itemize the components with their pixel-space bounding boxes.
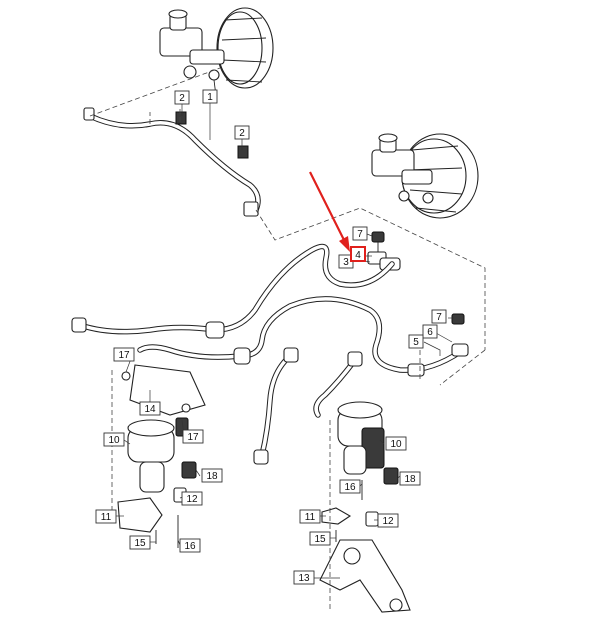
vacuum-hose-upper-left bbox=[83, 107, 261, 217]
callout-6-label: 6 bbox=[427, 327, 433, 338]
brake-booster-lower bbox=[371, 133, 479, 219]
callout-13-label: 13 bbox=[298, 573, 310, 584]
callout-16b: 16 bbox=[339, 479, 361, 494]
callout-15a-label: 15 bbox=[134, 538, 146, 549]
callout-18b-label: 18 bbox=[404, 474, 416, 485]
callout-6: 6 bbox=[422, 324, 438, 339]
callout-2b: 2 bbox=[234, 125, 250, 140]
callout-14-label: 14 bbox=[144, 404, 156, 415]
callout-11a-label: 11 bbox=[101, 512, 112, 523]
callout-11a: 11 bbox=[95, 509, 117, 524]
callout-1-label: 1 bbox=[207, 92, 213, 103]
callout-17b: 17 bbox=[182, 429, 204, 444]
callout-2a: 2 bbox=[174, 90, 190, 105]
callout-15a: 15 bbox=[129, 535, 151, 550]
callout-15b: 15 bbox=[309, 531, 331, 546]
callout-7a-label: 7 bbox=[357, 229, 363, 240]
callout-4-label: 4 bbox=[355, 250, 361, 261]
callout-18a: 18 bbox=[201, 468, 223, 483]
callout-17b-label: 17 bbox=[187, 432, 199, 443]
callout-7a: 7 bbox=[352, 226, 368, 241]
callout-12a: 12 bbox=[181, 491, 203, 506]
vacuum-pump-left bbox=[117, 364, 206, 548]
callout-12b: 12 bbox=[377, 513, 399, 528]
callout-10b: 10 bbox=[385, 436, 407, 451]
callout-5: 5 bbox=[408, 334, 424, 349]
callout-13: 13 bbox=[293, 570, 315, 585]
callout-17a-label: 17 bbox=[118, 350, 130, 361]
callout-2a-label: 2 bbox=[179, 93, 185, 104]
highlight-arrow bbox=[309, 171, 350, 252]
callout-14: 14 bbox=[139, 401, 161, 416]
callout-12b-label: 12 bbox=[382, 516, 394, 527]
callout-10a-label: 10 bbox=[108, 435, 120, 446]
callout-17a: 17 bbox=[113, 347, 135, 362]
callout-16a: 16 bbox=[179, 538, 201, 553]
callout-2b-label: 2 bbox=[239, 128, 245, 139]
callout-11b-label: 11 bbox=[305, 512, 316, 523]
callout-10b-label: 10 bbox=[390, 439, 402, 450]
callout-7b-label: 7 bbox=[436, 312, 442, 323]
callout-10a: 10 bbox=[103, 432, 125, 447]
callout-18b: 18 bbox=[399, 471, 421, 486]
callouts: 1 2 2 3 4 7 7 6 5 17 14 17 10 18 12 11 1… bbox=[95, 89, 447, 585]
callout-15b-label: 15 bbox=[314, 534, 326, 545]
callout-16b-label: 16 bbox=[344, 482, 356, 493]
brake-booster-upper bbox=[159, 7, 274, 97]
vacuum-pump-right bbox=[319, 401, 411, 613]
callout-18a-label: 18 bbox=[206, 471, 218, 482]
callout-16a-label: 16 bbox=[184, 541, 196, 552]
callout-3: 3 bbox=[338, 254, 354, 269]
check-valve-assembly bbox=[367, 231, 401, 271]
callout-1: 1 bbox=[202, 89, 218, 104]
callout-4-highlighted: 4 bbox=[350, 246, 366, 262]
callout-5-label: 5 bbox=[413, 337, 419, 348]
callout-7b: 7 bbox=[431, 309, 447, 324]
callout-11b: 11 bbox=[299, 509, 321, 524]
assembly-frame-upper bbox=[89, 67, 486, 350]
vacuum-hose-network bbox=[71, 243, 469, 465]
callout-12a-label: 12 bbox=[186, 494, 198, 505]
callout-3-label: 3 bbox=[343, 257, 349, 268]
